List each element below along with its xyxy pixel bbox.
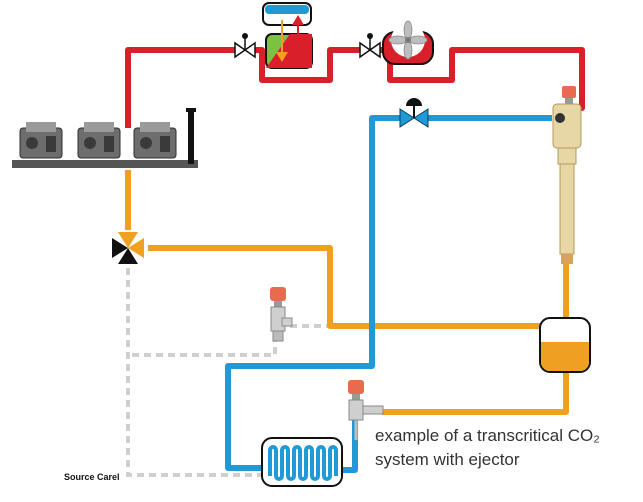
evaporator-coil-icon [261, 437, 343, 487]
blue-line-valve-down [225, 115, 400, 471]
expansion-valve-icon-3 [270, 287, 293, 342]
expansion-valve-icon-2 [359, 33, 381, 59]
suction-line-to-evaporator [126, 268, 268, 477]
suction-dashed-lines [126, 268, 345, 477]
blue-line-coil-up [342, 420, 358, 473]
caption-line-1: example of a transcritical CO₂ [375, 426, 600, 445]
compressor-rack-icon [12, 108, 198, 168]
ejector-icon [552, 86, 582, 264]
orange-line-receiver-to-ejector2 [382, 372, 569, 415]
suction-line-from-valve [132, 322, 277, 357]
liquid-receiver-icon [539, 317, 591, 373]
expansion-valve-icon-4 [348, 380, 384, 421]
source-label: Source Carel [64, 472, 120, 482]
diagram-caption: example of a transcritical CO₂ system wi… [375, 424, 600, 472]
heat-reclaim-exchanger-icon [262, 2, 313, 69]
red-line-left-loop [255, 47, 360, 83]
fan-icon [382, 20, 434, 65]
orange-lines [125, 170, 569, 415]
orange-line-valve-to-receiver [148, 245, 540, 329]
expansion-valve-icon-1 [234, 33, 256, 59]
caption-line-2: system with ejector [375, 450, 520, 469]
ball-valve-icon [399, 98, 429, 128]
red-line-rack-up [125, 47, 235, 128]
three-way-valve-icon [112, 232, 144, 264]
